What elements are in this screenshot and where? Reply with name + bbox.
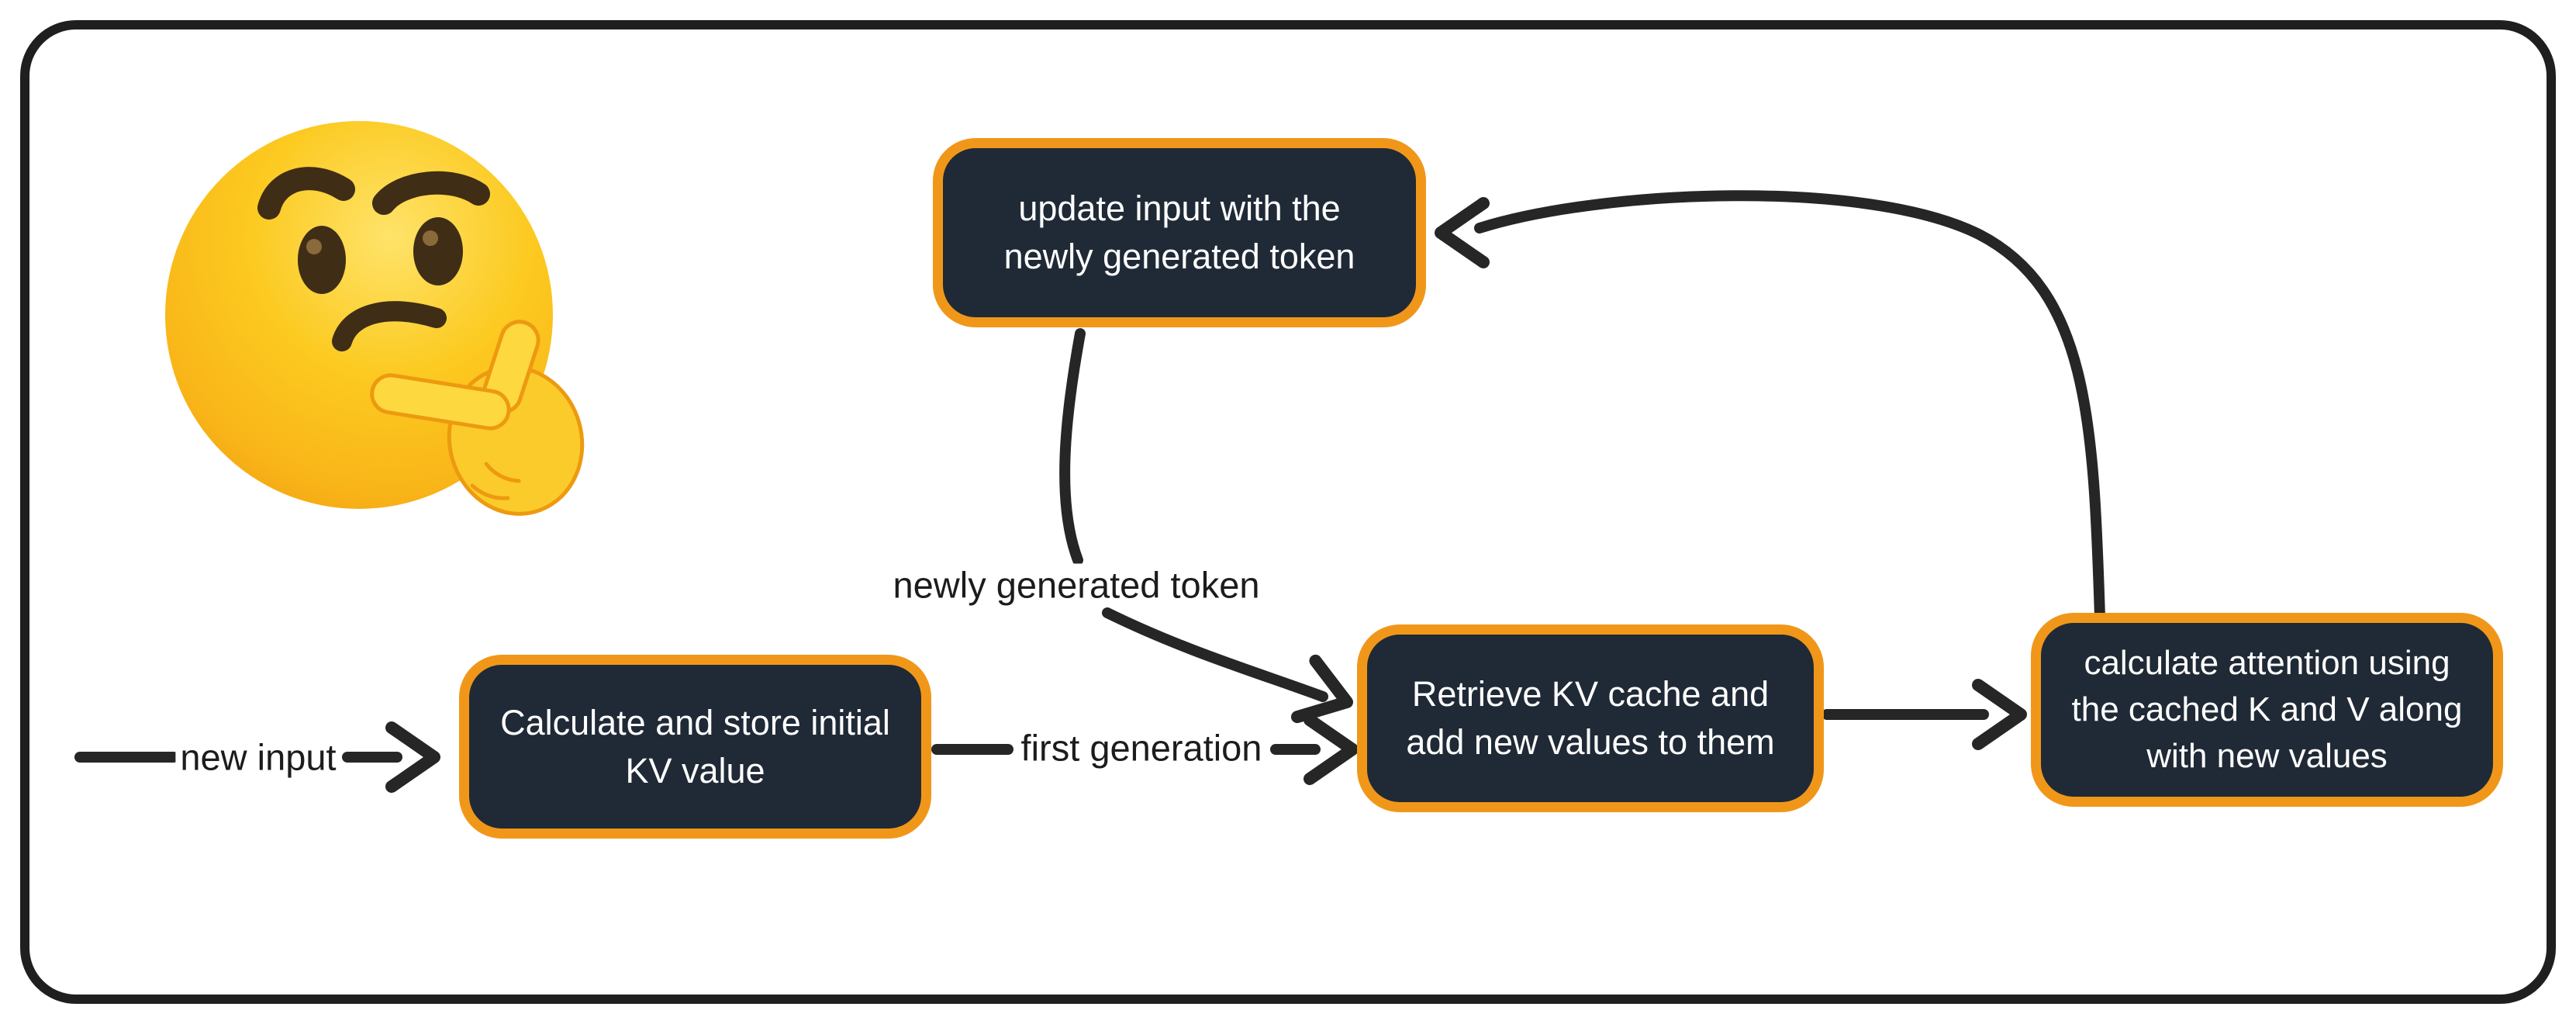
node-retrieve-kv-line2: add new values to them [1406,722,1775,762]
node-update-input: update input with the newly generated to… [933,138,1426,327]
node-initial-kv-line2: KV value [625,750,765,790]
edge-label-newly-generated-token: newly generated token [888,563,1265,607]
emoji-right-eyebrow [372,171,490,215]
emoji-face [165,121,585,516]
arrowhead-new-input [385,721,440,793]
emoji-mouth [332,301,447,351]
edge-label-first-generation: first generation [1016,726,1267,770]
node-calc-store-initial-kv: Calculate and store initial KV value [459,655,931,839]
emoji-hand [370,320,585,516]
node-retrieve-kv-line1: Retrieve KV cache and [1411,674,1770,714]
node-calc-attention-line3: with new values [2146,737,2388,775]
arrowhead-return [1435,197,1490,268]
node-calc-attention: calculate attention using the cached K a… [2031,613,2503,807]
outer-frame [20,20,2556,1004]
thinking-face-emoji [165,121,585,516]
node-calc-attention-line1: calculate attention using [2084,644,2450,682]
arrow-return-curve [1474,190,2105,623]
node-calc-attention-line2: the cached K and V along [2071,690,2463,728]
node-update-input-line1: update input with the [1018,189,1341,228]
node-initial-kv-line1: Calculate and store initial [500,702,890,742]
node-retrieve-kv-cache: Retrieve KV cache and add new values to … [1357,624,1824,812]
arrowhead-retrieve-to-attention [1972,679,2027,750]
edge-label-new-input: new input [175,735,341,779]
node-update-input-line2: newly generated token [1003,237,1355,276]
arrowhead-first-generation [1304,714,1359,785]
emoji-left-eyebrow [257,167,355,220]
arrow-token-curve-upper [1059,328,1086,566]
arrow-token-curve-lower [1102,607,1328,702]
arrowhead-token-curve [1290,654,1353,724]
